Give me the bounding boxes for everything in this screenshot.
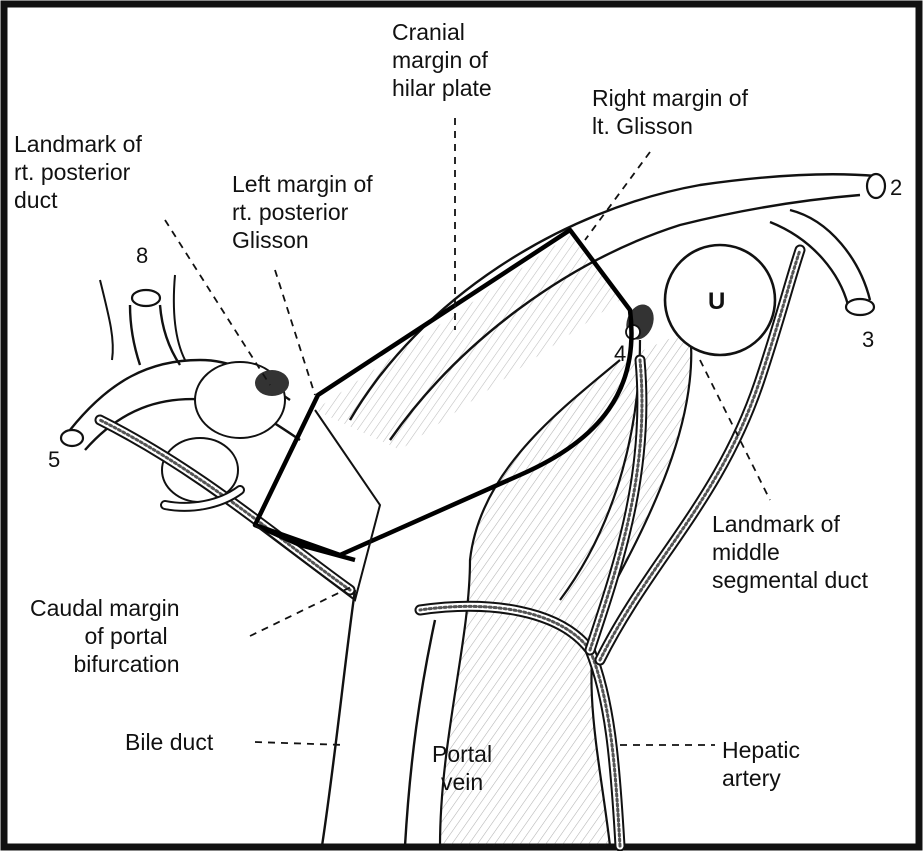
label-line: margin of xyxy=(392,46,492,74)
label-line: artery xyxy=(722,764,800,792)
label-line: rt. posterior xyxy=(14,158,142,186)
label-line: vein xyxy=(432,768,492,796)
label-portal-vein: Portal vein xyxy=(432,740,492,796)
label-line: of portal xyxy=(30,622,180,650)
label-left-margin: Left margin of rt. posterior Glisson xyxy=(232,170,373,254)
label-line: Cranial xyxy=(392,18,492,46)
leader-caudal xyxy=(250,585,355,636)
label-right-margin: Right margin of lt. Glisson xyxy=(592,84,748,140)
segment-label-2: 2 xyxy=(890,176,902,200)
label-line: lt. Glisson xyxy=(592,112,748,140)
label-hepatic-artery: Hepatic artery xyxy=(722,736,800,792)
segment-2-stump xyxy=(867,174,885,198)
leader-right-margin xyxy=(585,152,650,240)
leader-bile-duct xyxy=(255,742,345,745)
label-line: middle xyxy=(712,538,868,566)
label-line: bifurcation xyxy=(30,650,180,678)
label-line: hilar plate xyxy=(392,74,492,102)
label-umbilical: U xyxy=(708,288,725,316)
label-line: Glisson xyxy=(232,226,373,254)
segment-3-stump xyxy=(846,299,874,315)
label-line: duct xyxy=(14,186,142,214)
label-cranial-margin: Cranial margin of hilar plate xyxy=(392,18,492,102)
label-landmark-middle-duct: Landmark of middle segmental duct xyxy=(712,510,868,594)
bile-duct xyxy=(322,590,435,846)
label-line: rt. posterior xyxy=(232,198,373,226)
segment-label-4: 4 xyxy=(614,342,626,366)
label-line: Hepatic xyxy=(722,736,800,764)
label-line: Portal xyxy=(432,740,492,768)
label-line: Landmark of xyxy=(712,510,868,538)
label-caudal-margin: Caudal margin of portal bifurcation xyxy=(30,594,180,678)
segment-label-3: 3 xyxy=(862,328,874,352)
label-line: Right margin of xyxy=(592,84,748,112)
segment-label-8: 8 xyxy=(136,244,148,268)
segment-label-5: 5 xyxy=(48,448,60,472)
segment-5-stump xyxy=(61,430,83,446)
label-line: segmental duct xyxy=(712,566,868,594)
label-line: Caudal margin xyxy=(30,594,180,622)
right-posterior-duct-landmark xyxy=(255,370,289,396)
segment-8-stump xyxy=(132,290,160,306)
label-line: Landmark of xyxy=(14,130,142,158)
caudal-box xyxy=(255,410,380,600)
label-line: Left margin of xyxy=(232,170,373,198)
label-bile-duct: Bile duct xyxy=(125,728,213,756)
label-landmark-posterior-duct: Landmark of rt. posterior duct xyxy=(14,130,142,214)
